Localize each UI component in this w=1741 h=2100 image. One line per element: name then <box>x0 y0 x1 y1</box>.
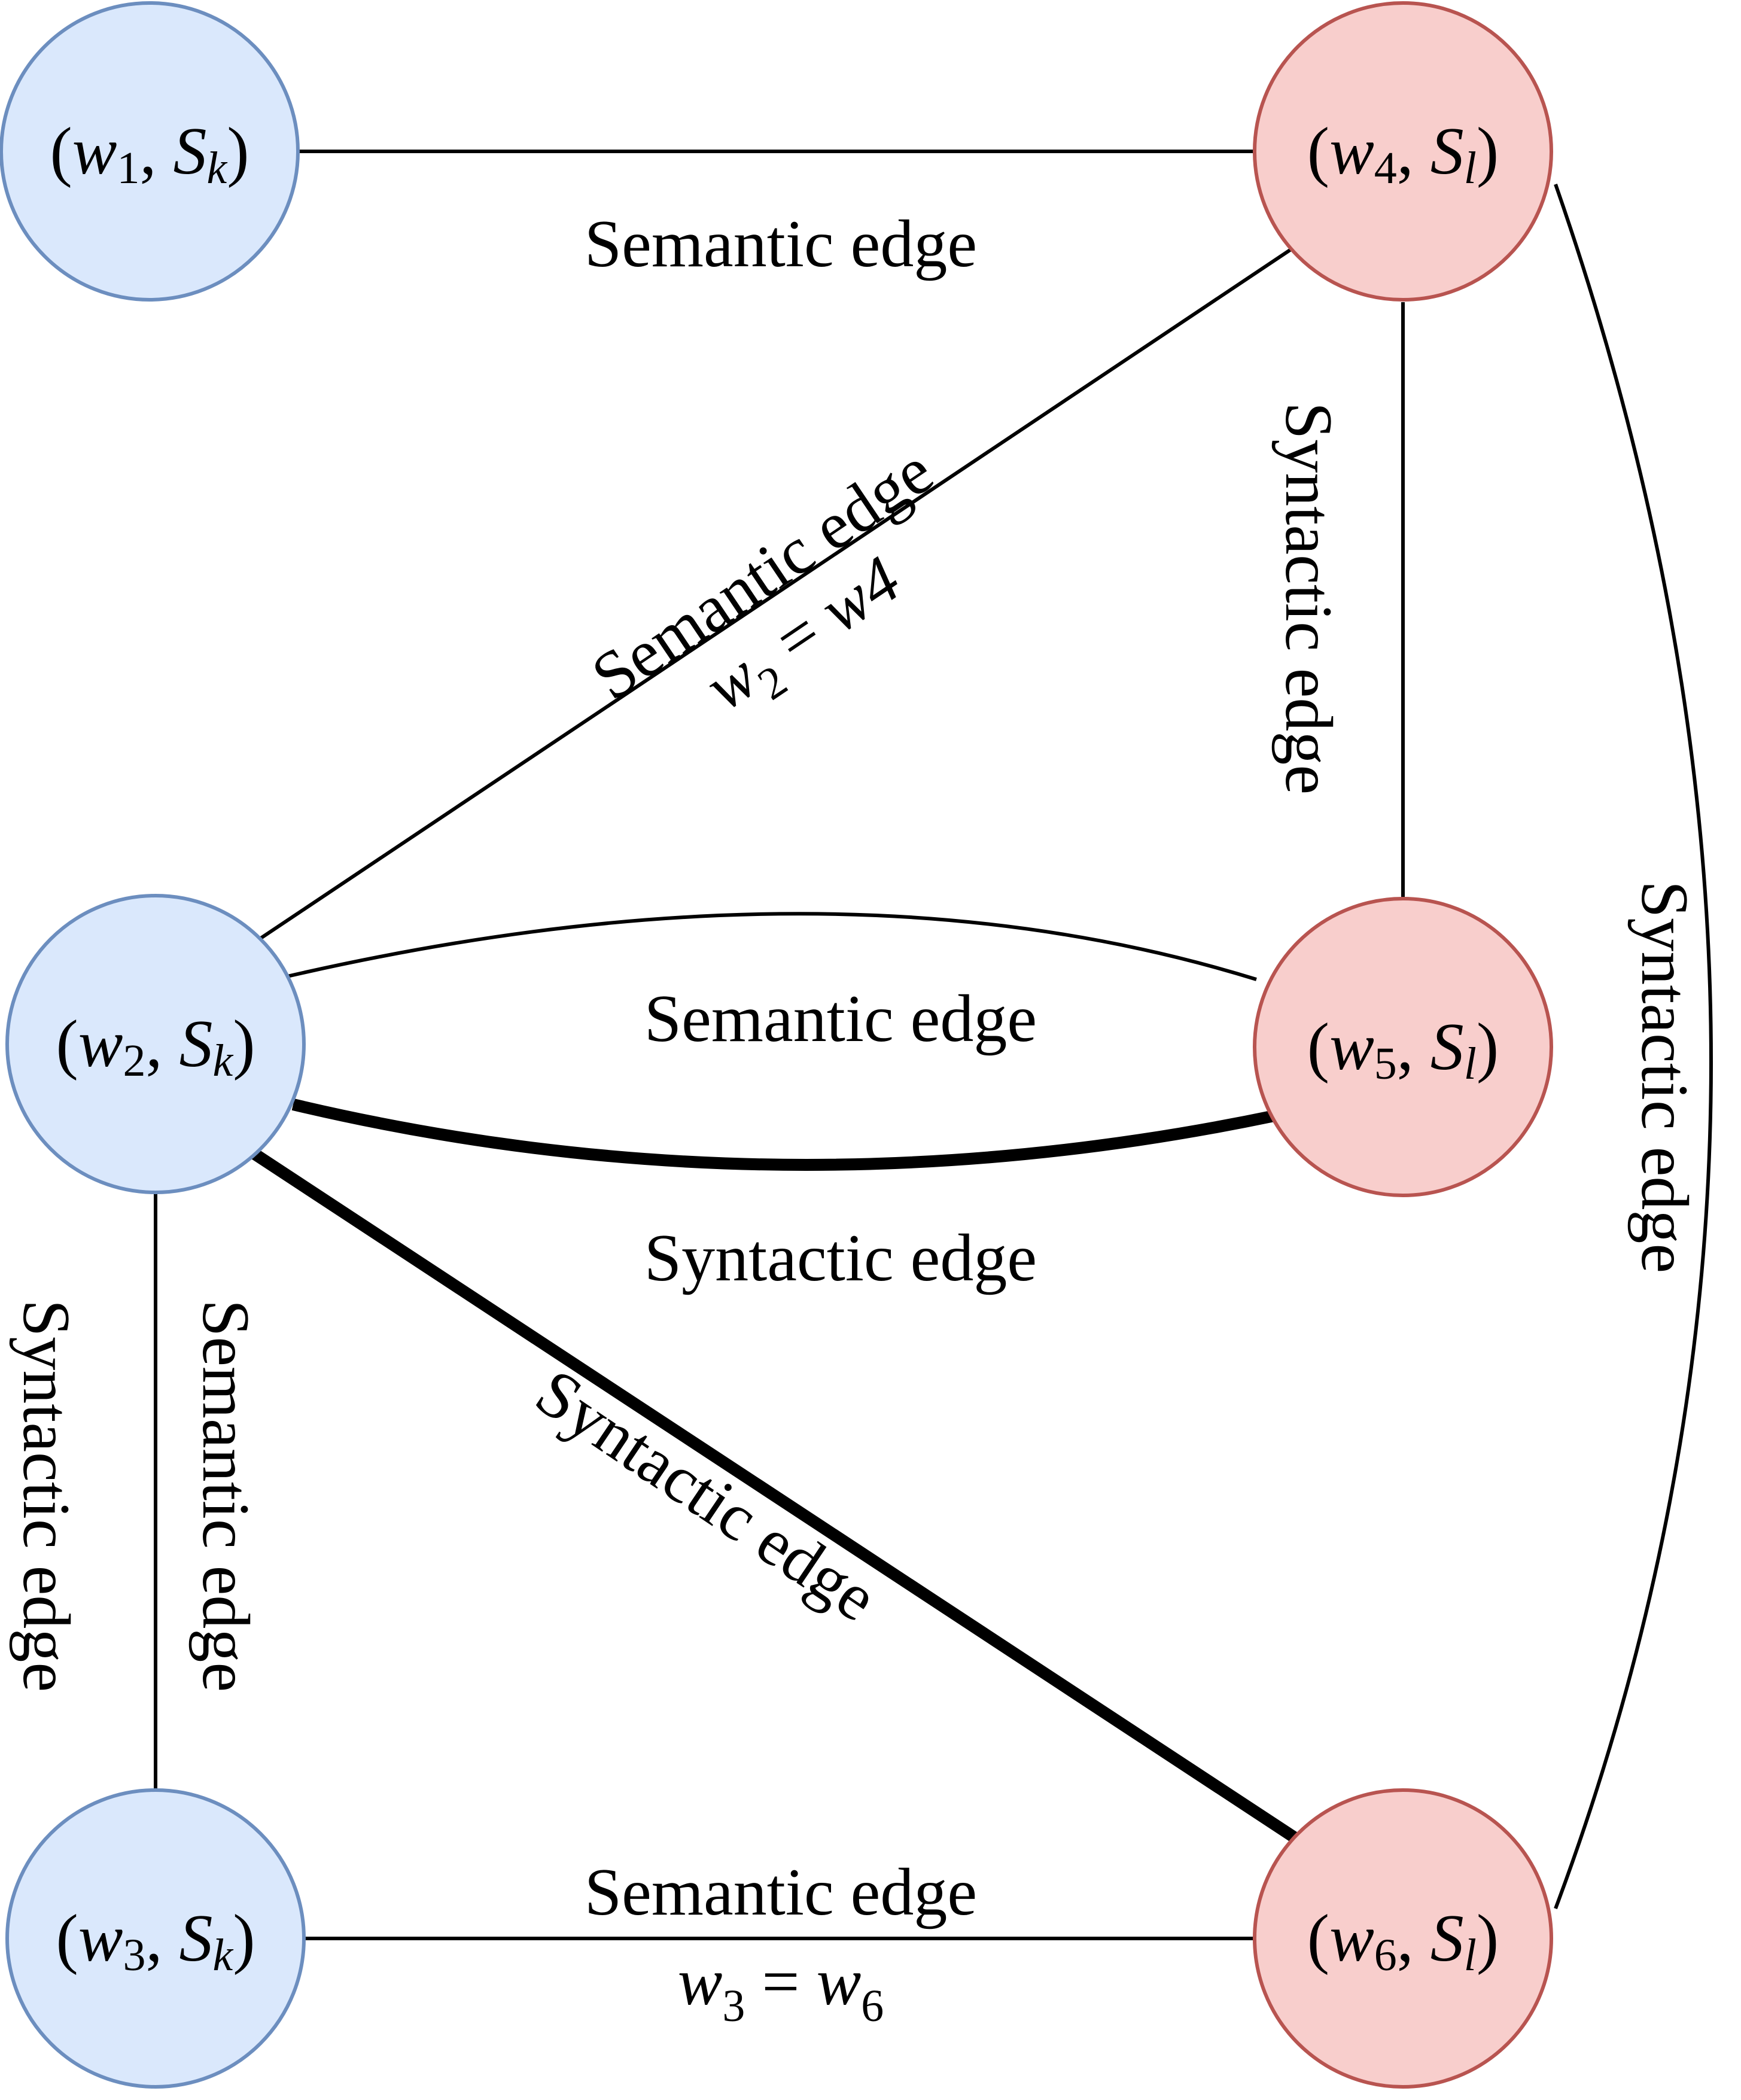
sense-subscript: l <box>1464 143 1477 193</box>
label-w1-w4: Semantic edge <box>585 207 977 281</box>
sense: S <box>1430 1901 1464 1976</box>
node-circle <box>0 1 300 302</box>
edge-w4-w6-syntactic <box>1554 184 1713 1910</box>
sense-subscript: k <box>212 1930 233 1980</box>
word-subscript: 2 <box>123 1036 145 1086</box>
svg-text:(w2, Sk): (w2, Sk) <box>56 1007 255 1086</box>
svg-text:(w1, Sk): (w1, Sk) <box>50 114 249 193</box>
label-w2-w4-equation: w2 = w4 <box>692 542 920 735</box>
sense-subscript: l <box>1464 1930 1477 1980</box>
word: w <box>72 114 117 188</box>
label-w2-w5-semantic: Semantic edge <box>644 982 1037 1056</box>
word: w <box>78 1901 123 1976</box>
node-w3-sk: (w3, Sk) <box>5 1788 306 2089</box>
label-w2-w3-syntactic: Syntactic edge <box>9 1299 83 1692</box>
word-subscript: 5 <box>1374 1039 1397 1089</box>
word: w <box>1329 1010 1374 1084</box>
word: w <box>78 1007 123 1081</box>
word: w <box>1329 114 1374 188</box>
label-w2-w5-syntactic: Syntactic edge <box>644 1221 1037 1295</box>
node-circle <box>1253 897 1553 1197</box>
label-w3-w6-equation: w3 = w6 <box>678 1945 884 2031</box>
sense: S <box>1430 1010 1464 1084</box>
label-w4-w5: Syntactic edge <box>1271 402 1346 795</box>
label-w2-w3-semantic: Semantic edge <box>188 1299 263 1692</box>
sense: S <box>1430 114 1464 188</box>
edge-w2-w4-semantic <box>256 239 1305 942</box>
sense: S <box>179 1901 212 1976</box>
edge-w2-w5-syntactic <box>291 1098 1276 1171</box>
word: w <box>1329 1901 1374 1976</box>
node-circle <box>5 894 306 1194</box>
label-w4-w6: Syntactic edge <box>1627 881 1702 1273</box>
word-subscript: 6 <box>1374 1930 1397 1980</box>
sense: S <box>179 1007 212 1081</box>
node-w2-sk: (w2, Sk) <box>5 894 306 1194</box>
word-subscript: 4 <box>1374 143 1397 193</box>
edge-w2-w6-syntactic <box>248 1146 1308 1849</box>
node-w4-sl: (w4, Sl) <box>1253 1 1553 302</box>
node-w6-sl: (w6, Sl) <box>1253 1788 1553 2089</box>
sense-subscript: k <box>206 143 227 193</box>
label-w3-w6-title: Semantic edge <box>585 1855 977 1929</box>
label-w2-w6: Syntactic edge <box>523 1355 890 1636</box>
edge-w2-w5-semantic <box>287 912 1257 981</box>
sense-subscript: l <box>1464 1039 1477 1089</box>
node-circle <box>1253 1788 1553 2089</box>
svg-text:(w5, Sl): (w5, Sl) <box>1307 1010 1499 1089</box>
word-subscript: 3 <box>123 1930 145 1980</box>
label-w2-w4: Semantic edge w2 = w4 <box>579 433 946 735</box>
node-circle <box>5 1788 306 2089</box>
node-circle <box>1253 1 1553 302</box>
sense: S <box>173 114 206 188</box>
sense-subscript: k <box>212 1036 233 1086</box>
node-w5-sl: (w5, Sl) <box>1253 897 1553 1197</box>
node-w1-sk: (w1, Sk) <box>0 1 300 302</box>
word-subscript: 1 <box>117 143 139 193</box>
